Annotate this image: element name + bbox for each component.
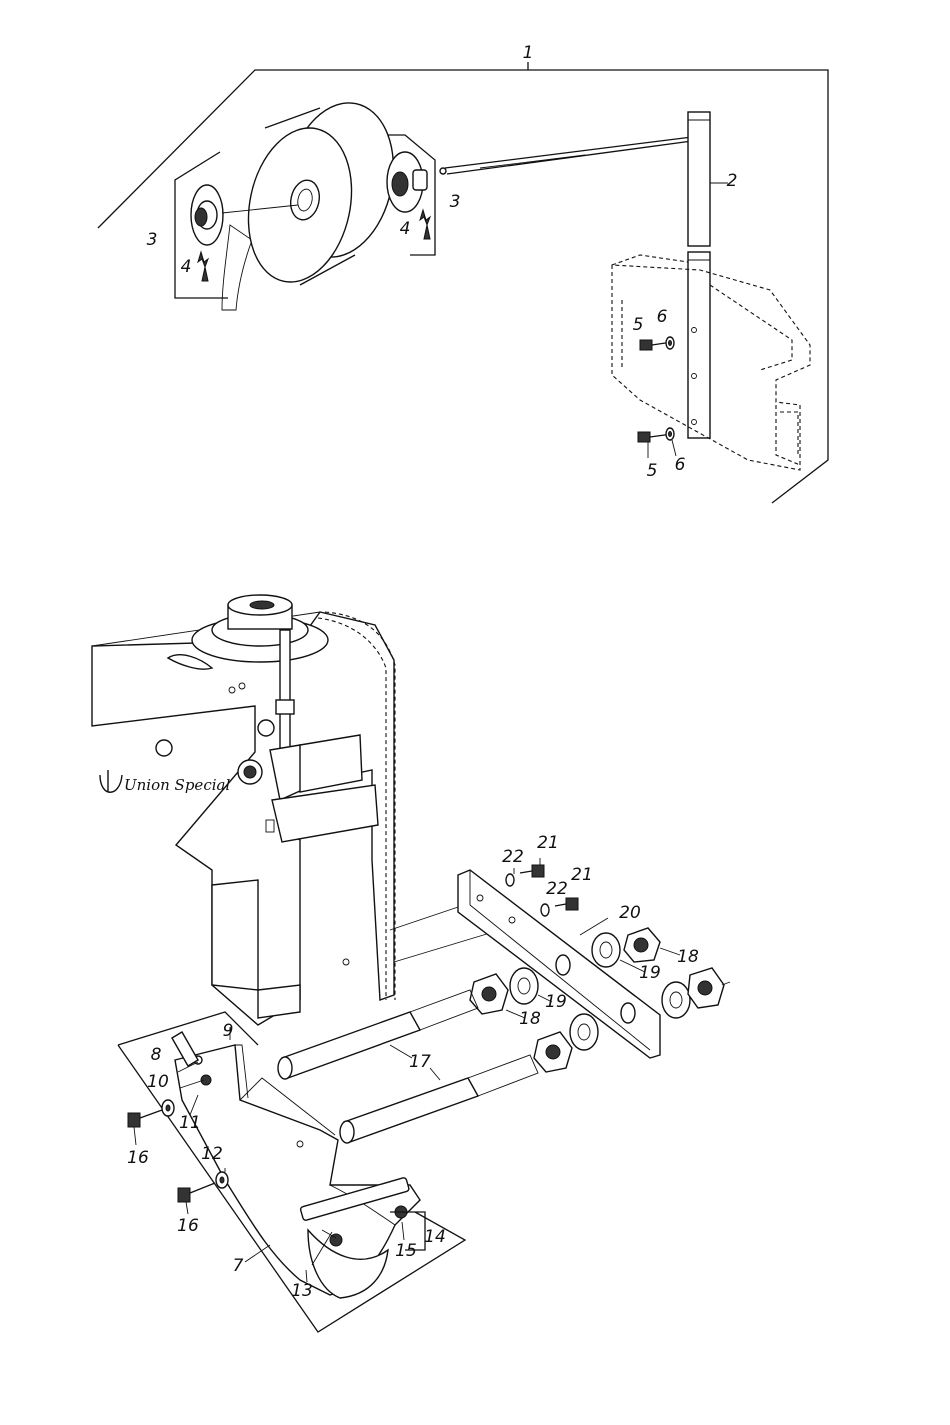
part-label-10: 10 [147, 1072, 169, 1092]
part-label-1: 1 [523, 43, 534, 63]
part-label-4: 4 [181, 257, 192, 277]
part-label-3: 3 [147, 230, 158, 250]
threaded-rod-lower [340, 1055, 538, 1143]
group-bracket-7 [118, 1012, 258, 1045]
part-label-8: 8 [151, 1045, 162, 1065]
part-label-15: 15 [395, 1241, 417, 1261]
top-assembly [98, 62, 828, 503]
part-label-4: 4 [400, 219, 411, 239]
part-label-5: 5 [647, 461, 658, 481]
group-bracket-1 [98, 70, 828, 503]
screw-16-upper [128, 1110, 162, 1145]
part-label-20: 20 [619, 903, 641, 923]
part-label-12: 12 [201, 1144, 223, 1164]
washer-6-lower [666, 428, 676, 456]
part-label-17: 17 [409, 1052, 431, 1072]
part-label-13: 13 [291, 1281, 313, 1301]
screw-21-lower [555, 898, 578, 910]
threaded-rod-upper [278, 990, 478, 1079]
washer-22-upper [506, 868, 514, 886]
nut-18-lower [534, 1032, 572, 1072]
brand-text: Union Special [124, 776, 230, 794]
part-label-21: 21 [537, 833, 559, 853]
part-label-3: 3 [450, 192, 461, 212]
part-label-16: 16 [127, 1148, 149, 1168]
nut-18-top-right [624, 928, 680, 962]
washer-22-lower [541, 904, 549, 916]
tape-roll [222, 93, 407, 310]
washer-19-right [662, 982, 690, 1018]
part-label-21: 21 [571, 865, 593, 885]
part-label-6: 6 [657, 307, 668, 327]
part-label-7: 7 [233, 1256, 244, 1276]
screw-16-lower [178, 1183, 215, 1214]
spool-rod [440, 137, 692, 174]
part-label-6: 6 [675, 455, 686, 475]
washer-6-upper [666, 337, 674, 349]
part-label-22: 22 [546, 879, 568, 899]
part-label-14: 14 [424, 1227, 446, 1247]
part-label-5: 5 [633, 315, 644, 335]
part-label-18: 18 [677, 947, 699, 967]
part-label-16: 16 [177, 1216, 199, 1236]
part-label-9: 9 [223, 1021, 234, 1041]
part-label-19: 19 [639, 963, 661, 983]
part-label-22: 22 [502, 847, 524, 867]
part-label-11: 11 [179, 1113, 201, 1133]
part-label-2: 2 [727, 171, 738, 191]
washer-19-lower [570, 1014, 598, 1050]
support-bar [688, 112, 728, 438]
nut-18-right [688, 968, 730, 1008]
part-label-18: 18 [519, 1009, 541, 1029]
part-label-19: 19 [545, 992, 567, 1012]
machine-head: Union Special [92, 595, 500, 1025]
